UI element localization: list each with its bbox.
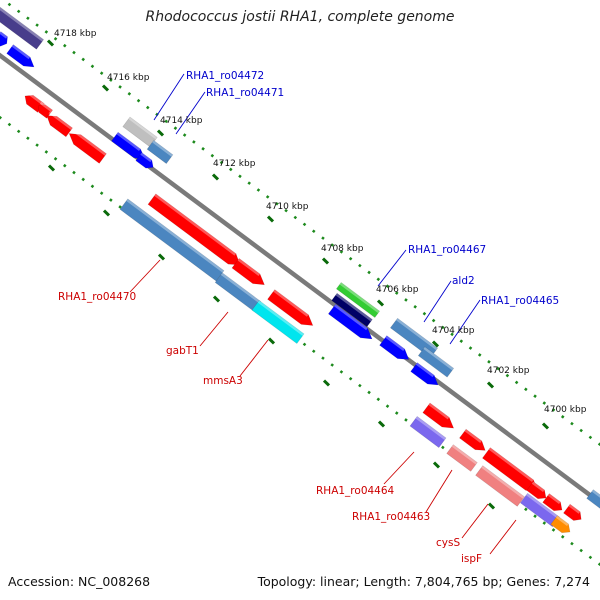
label-leader-line xyxy=(175,91,206,135)
tick-label-4702: 4702 kbp xyxy=(487,366,530,376)
gene-feature[interactable] xyxy=(251,300,305,344)
gene-label-ald2[interactable]: ald2 xyxy=(452,275,475,287)
label-leader-line xyxy=(129,259,161,293)
gene-feature[interactable] xyxy=(417,346,455,378)
gene-label-ro04472[interactable]: RHA1_ro04472 xyxy=(186,70,264,82)
tick-label-4716: 4716 kbp xyxy=(107,73,150,83)
gene-feature[interactable] xyxy=(267,289,317,331)
label-leader-line xyxy=(383,451,415,485)
label-leader-line xyxy=(423,280,452,323)
accession-text: Accession: NC_008268 xyxy=(8,574,151,589)
gene-feature[interactable] xyxy=(6,44,38,72)
gene-feature[interactable] xyxy=(66,128,107,164)
tick-label-4700: 4700 kbp xyxy=(544,405,587,415)
gene-label-ro04470[interactable]: RHA1_ro04470 xyxy=(58,291,136,303)
gene-feature[interactable] xyxy=(586,489,600,511)
label-leaders xyxy=(129,73,517,555)
gene-feature[interactable] xyxy=(526,481,550,503)
gene-feature[interactable] xyxy=(147,193,244,270)
gene-feature[interactable] xyxy=(475,465,525,507)
tick-mark xyxy=(102,209,111,217)
tick-mark xyxy=(212,295,221,303)
gene-feature[interactable] xyxy=(146,139,174,165)
tick-mark xyxy=(266,215,275,223)
tick-dot-row-2 xyxy=(0,115,600,567)
map-title: Rhodococcus jostii RHA1, complete genome xyxy=(145,9,455,25)
tick-label-4704: 4704 kbp xyxy=(432,326,475,336)
tick-label-4706: 4706 kbp xyxy=(376,285,419,295)
tick-label-4708: 4708 kbp xyxy=(321,244,364,254)
gene-feature[interactable] xyxy=(379,335,413,365)
gene-feature[interactable] xyxy=(327,303,375,343)
label-leader-line xyxy=(239,339,269,377)
tick-mark xyxy=(101,84,110,92)
tick-label-4714: 4714 kbp xyxy=(160,116,203,126)
label-leader-line xyxy=(153,73,185,121)
gene-feature[interactable] xyxy=(231,258,268,289)
gene-feature[interactable] xyxy=(563,503,584,524)
gene-feature[interactable] xyxy=(135,152,156,172)
tick-mark xyxy=(487,502,496,510)
tick-mark xyxy=(377,420,386,428)
gene-feature[interactable] xyxy=(519,492,561,528)
tick-mark xyxy=(431,340,440,348)
tick-mark xyxy=(376,299,385,307)
gene-feature[interactable] xyxy=(0,6,45,50)
gene-feature[interactable] xyxy=(410,362,442,390)
gene-feature[interactable] xyxy=(335,282,381,318)
gene-feature[interactable] xyxy=(422,402,457,433)
genome-summary-text: Topology: linear; Length: 7,804,765 bp; … xyxy=(257,574,590,589)
gene-label-ro04467[interactable]: RHA1_ro04467 xyxy=(408,244,486,256)
tick-mark xyxy=(321,257,330,265)
tick-mark xyxy=(157,253,166,261)
label-leader-line xyxy=(461,503,489,539)
tick-mark xyxy=(432,461,441,469)
tick-dot-row-1 xyxy=(1,0,600,447)
gene-label-ro04465[interactable]: RHA1_ro04465 xyxy=(481,295,559,307)
gene-feature[interactable] xyxy=(0,31,10,49)
label-leader-line xyxy=(489,519,517,555)
tick-mark xyxy=(47,164,56,172)
gene-feature[interactable] xyxy=(331,292,373,328)
gene-label-ro04464[interactable]: RHA1_ro04464 xyxy=(316,485,395,497)
label-leader-line xyxy=(425,469,453,513)
gene-label-ro04463[interactable]: RHA1_ro04463 xyxy=(352,511,430,523)
genome-backbone xyxy=(0,52,600,506)
tick-mark xyxy=(267,337,276,345)
tick-mark xyxy=(46,39,55,47)
tick-mark xyxy=(322,379,331,387)
gene-label-mmsA3[interactable]: mmsA3 xyxy=(203,375,243,387)
label-leader-line xyxy=(449,299,481,345)
tick-mark xyxy=(211,173,220,181)
tick-label-4718: 4718 kbp xyxy=(54,29,97,39)
label-leader-line xyxy=(199,311,229,347)
gene-feature[interactable] xyxy=(459,428,488,455)
tick-mark xyxy=(541,422,550,430)
gene-label-cysS[interactable]: cysS xyxy=(436,537,460,549)
gene-label-ispF[interactable]: ispF xyxy=(461,553,482,565)
gene-feature[interactable] xyxy=(550,515,574,537)
tick-label-4712: 4712 kbp xyxy=(213,159,256,169)
gene-features xyxy=(0,6,600,537)
label-leader-line xyxy=(377,249,407,287)
tick-marks xyxy=(0,39,550,510)
tick-mark xyxy=(486,381,495,389)
gene-feature[interactable] xyxy=(35,101,54,119)
gene-feature[interactable] xyxy=(409,416,447,448)
tick-label-4710: 4710 kbp xyxy=(266,202,309,212)
tick-mark xyxy=(156,129,165,137)
gene-label-gabT1[interactable]: gabT1 xyxy=(166,345,199,357)
gene-feature[interactable] xyxy=(43,111,73,138)
gene-feature[interactable] xyxy=(542,493,566,515)
gene-feature[interactable] xyxy=(446,444,478,472)
gene-label-ro04471[interactable]: RHA1_ro04471 xyxy=(206,87,284,99)
